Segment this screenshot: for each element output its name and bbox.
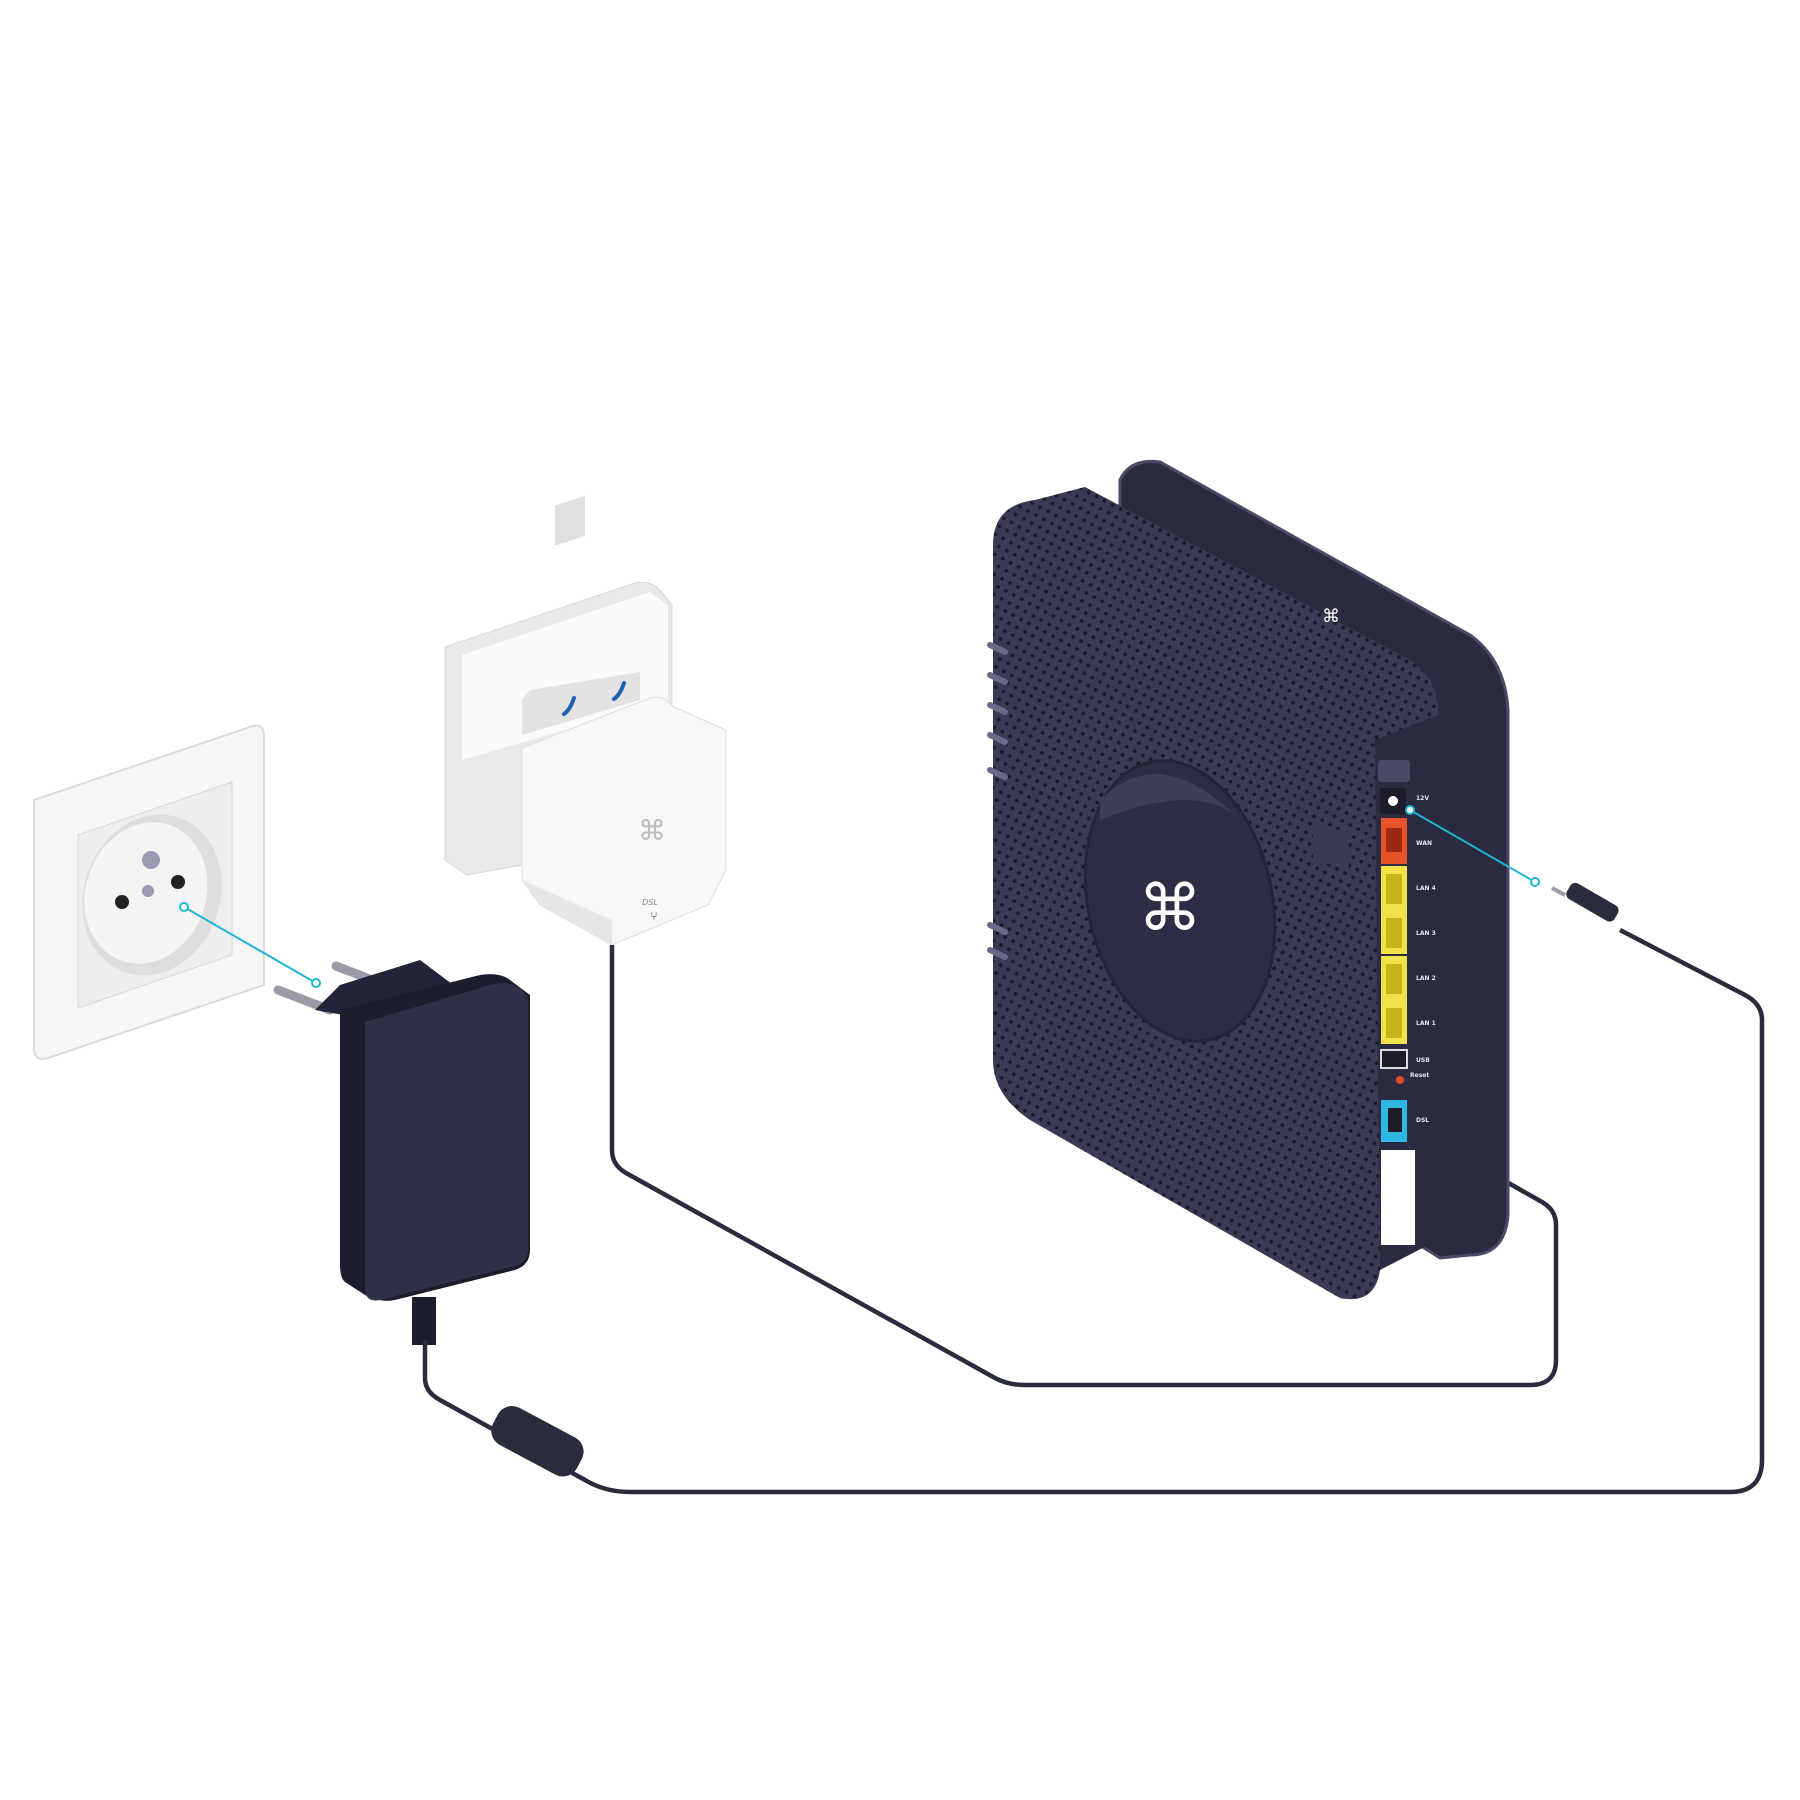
power-adapter — [273, 960, 530, 1345]
earth-pin — [142, 851, 160, 869]
port-panel: 12V WAN LAN 4 LAN 3 LAN 2 LAN 1 USB Rese… — [1378, 760, 1436, 1245]
dsl-filter-label: DSL — [642, 898, 658, 907]
network-icon: ⑂ — [650, 909, 657, 923]
phone-icon — [612, 681, 626, 701]
dsl-filter: ⌘ DSL ⑂ — [444, 495, 727, 946]
power-plug — [1551, 882, 1619, 922]
port-label-12v: 12V — [1416, 795, 1429, 802]
router-logo-icon: ⌘ — [1138, 872, 1202, 946]
wall-socket — [33, 724, 265, 1060]
reset-button[interactable] — [1396, 1076, 1404, 1084]
port-label-reset: Reset — [1410, 1072, 1429, 1079]
router-label-sticker — [1381, 1150, 1415, 1245]
dsl-filter-logo-icon: ⌘ — [638, 814, 666, 847]
usb-port[interactable] — [1380, 1049, 1408, 1069]
port-label-usb: USB — [1416, 1057, 1430, 1064]
port-label-lan3: LAN 3 — [1416, 930, 1436, 937]
socket-hole-right — [171, 875, 185, 889]
port-label-lan1: LAN 1 — [1416, 1020, 1436, 1027]
socket-hole-left — [115, 895, 129, 909]
port-label-dsl: DSL — [1416, 1117, 1429, 1124]
ferrite-bead — [491, 1406, 584, 1477]
port-label-lan2: LAN 2 — [1416, 975, 1436, 982]
router: ⌘ ⌘ 12V WAN LAN 4 LAN 3 LAN 2 LAN 1 USB — [987, 459, 1510, 1300]
side-vents — [987, 642, 1008, 960]
port-label-wan: WAN — [1416, 840, 1432, 847]
router-top-disc — [1083, 759, 1277, 1043]
guide-line-socket — [179, 902, 321, 988]
guide-line-power — [1405, 805, 1540, 887]
router-small-logo-icon: ⌘ — [1322, 606, 1340, 627]
dsl-cable — [609, 945, 1559, 1388]
power-cable — [422, 928, 1765, 1495]
phone-icon — [562, 696, 576, 716]
port-label-lan4: LAN 4 — [1416, 885, 1436, 892]
power-switch[interactable] — [1378, 760, 1410, 782]
